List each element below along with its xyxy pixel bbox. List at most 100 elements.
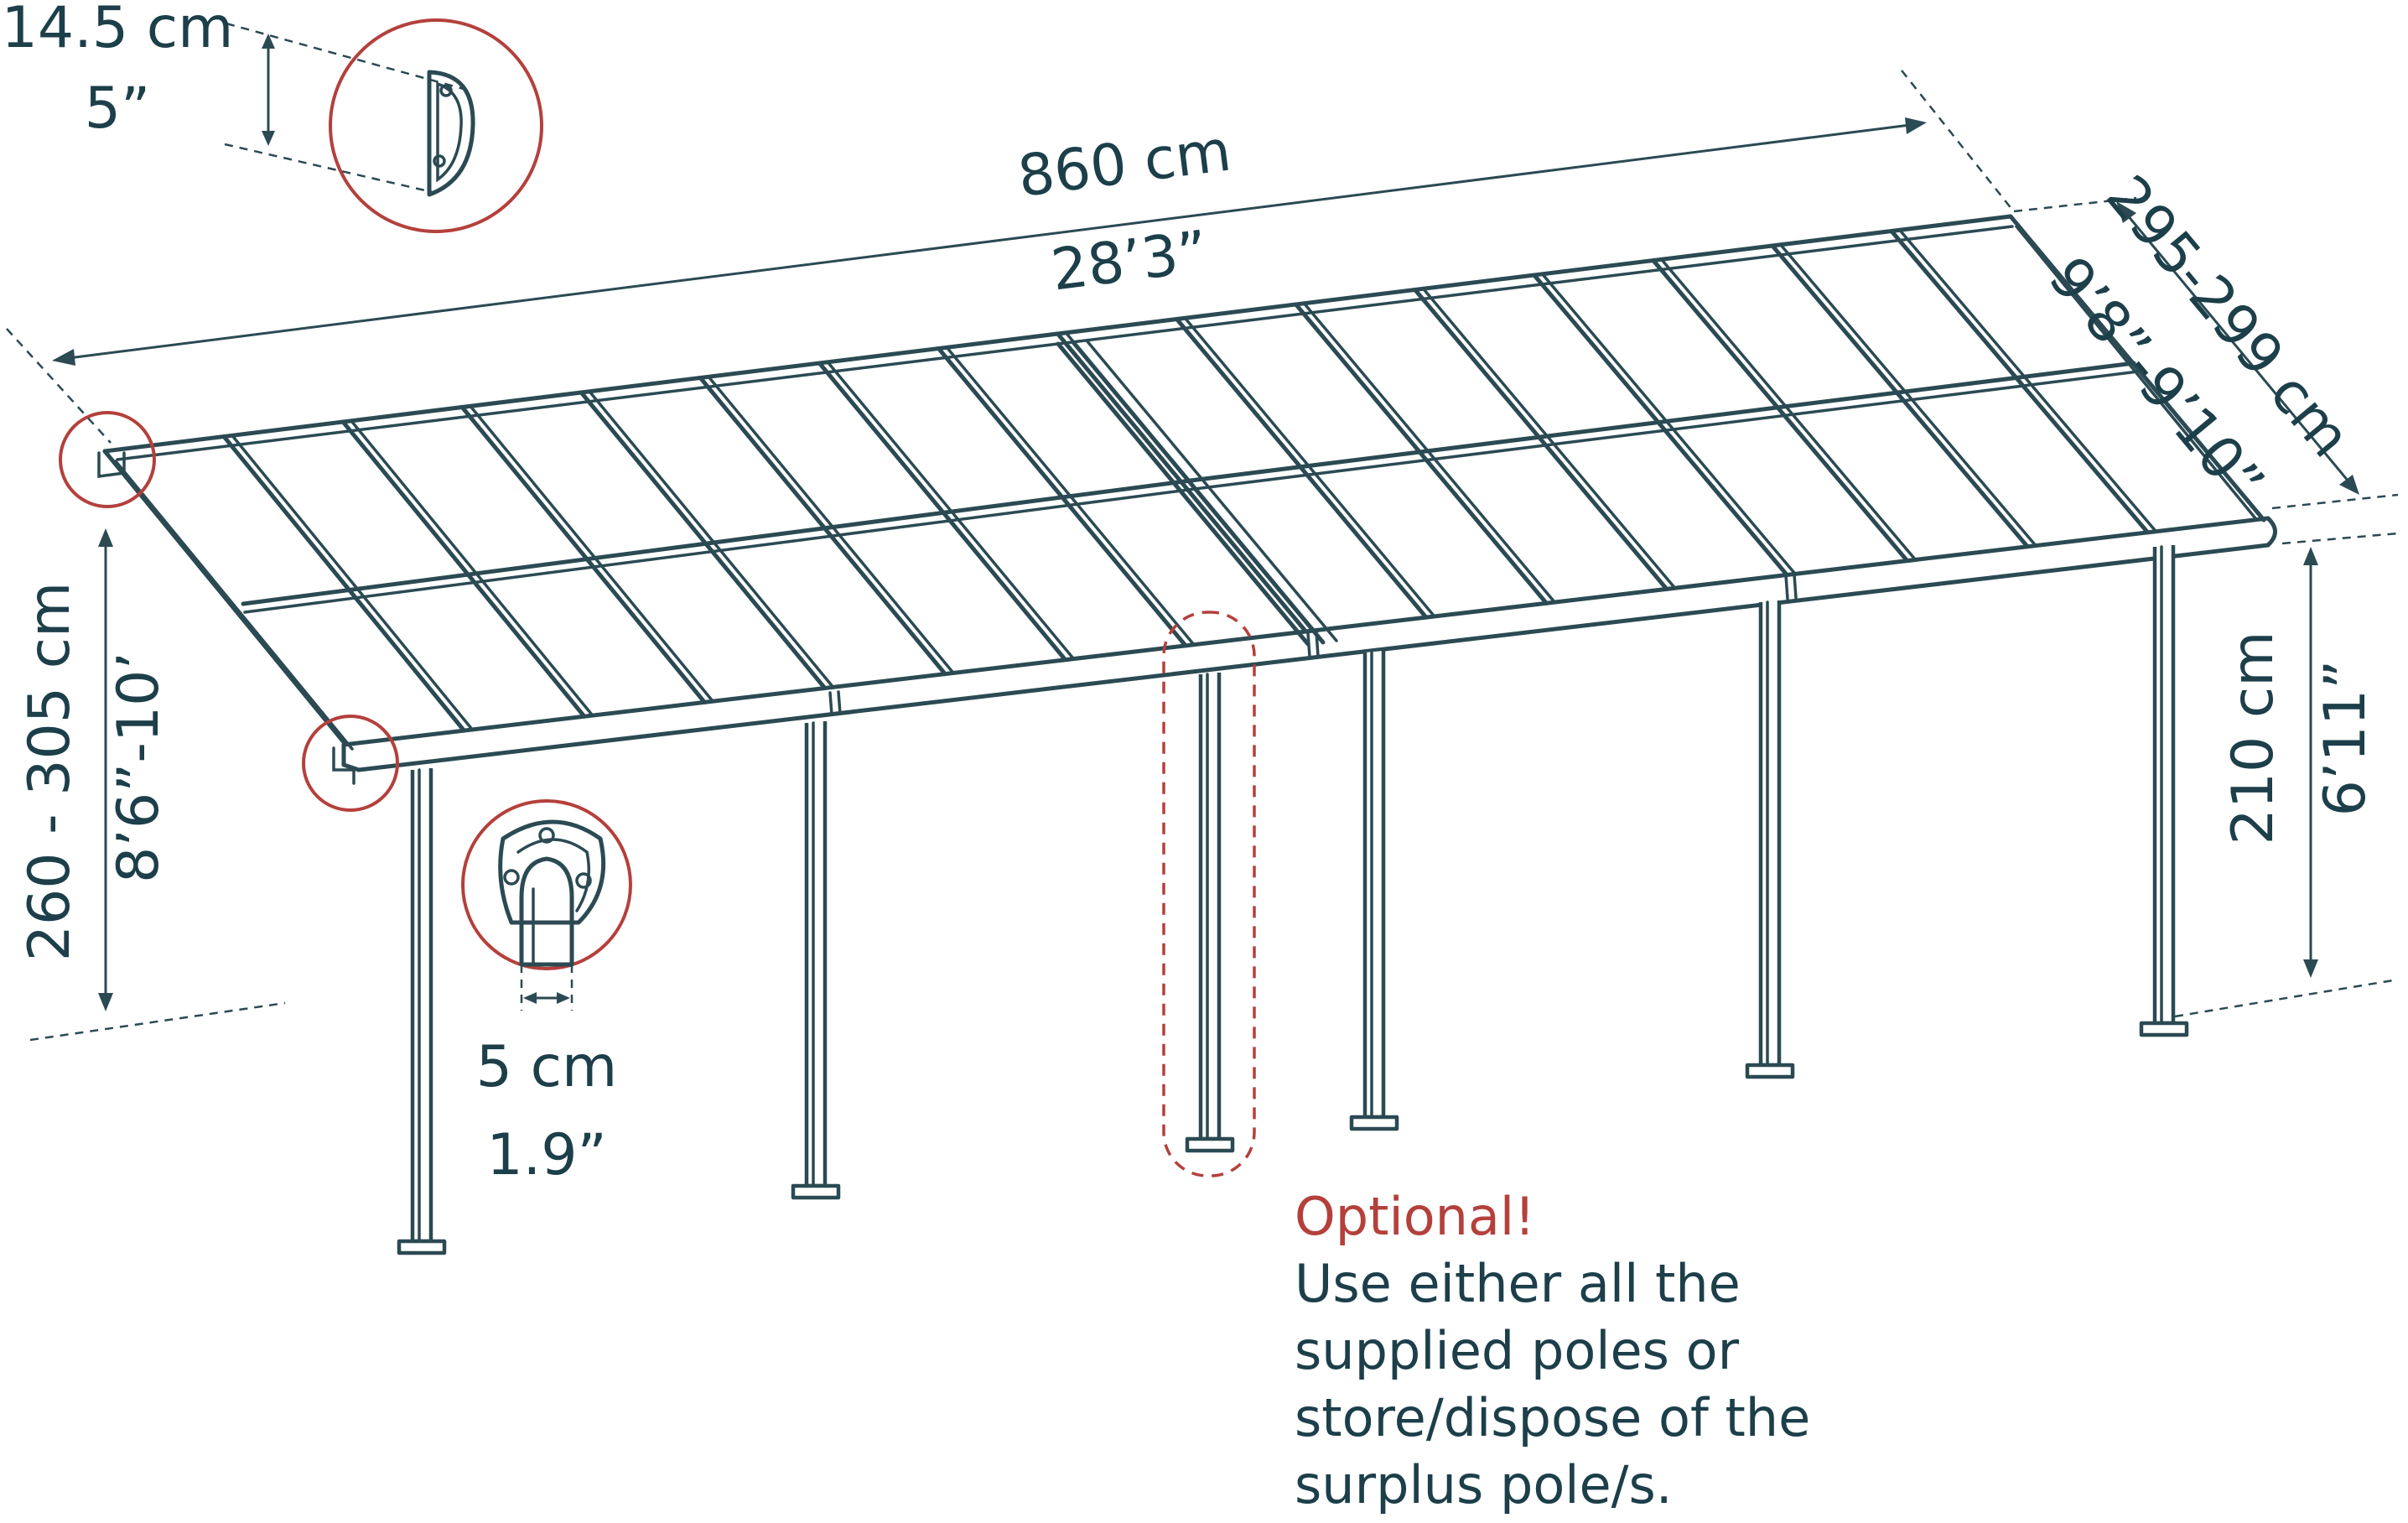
roof-rafter-edge [826, 361, 1076, 661]
roof-rafter [817, 361, 1068, 663]
optional-note: Optional! Use either all the supplied po… [1295, 1186, 1810, 1515]
roof-rafter [698, 376, 947, 677]
roof-rafter-edge [1660, 257, 1918, 562]
front-beam-right-cap [2265, 516, 2277, 548]
mid-cross-beam-left [241, 478, 1193, 606]
front-beam-bottom [356, 543, 2270, 772]
center-split-rafter [1056, 341, 1310, 647]
arrow-up [98, 528, 113, 547]
profile-guide-top [226, 22, 470, 92]
profile-screw [433, 154, 446, 168]
roof-rafter-edge [1302, 302, 1557, 604]
profile-detail: 14.5 cm 5” [2, 0, 543, 233]
post-bracket-hole [575, 872, 592, 889]
pole-foot-plate [2139, 1021, 2189, 1037]
length-dim-line [61, 122, 1918, 361]
support-pole [1198, 673, 1222, 1141]
note-line: Use either all the [1295, 1253, 1741, 1314]
roof-rafter-edge [707, 375, 955, 675]
front-height-guide-top [2281, 532, 2399, 545]
front-height-guide-bottom [2174, 978, 2399, 1018]
support-pole [2152, 545, 2176, 1026]
arrow-down [262, 131, 275, 146]
profile-screw [439, 84, 453, 97]
post-bracket-plate [498, 819, 606, 925]
roof-rafter-edge [1541, 273, 1797, 576]
arrow-down [2339, 475, 2359, 495]
length-guide-left [6, 328, 112, 444]
wall-height-dimension: 260 - 305 cm 8’6”-10’ [17, 528, 286, 1042]
roof-rafter [1175, 317, 1429, 620]
post-detail: 5 cm 1.9” [461, 799, 632, 1188]
profile-shape [427, 70, 475, 197]
wall-height-cm: 260 - 305 cm [17, 582, 83, 962]
profile-height-in: 5” [85, 75, 151, 142]
depth-dim-line [2121, 209, 2354, 487]
roof-rafter-edge [350, 419, 594, 717]
note-line: store/dispose of the [1295, 1387, 1810, 1448]
pole-foot-plate [397, 1239, 447, 1255]
post-bracket-hole [538, 827, 555, 844]
profile-height-cm: 14.5 cm [2, 0, 234, 61]
roof-rafter [1294, 302, 1549, 606]
roof-rafter [1532, 273, 1789, 577]
roof-rafter [579, 390, 828, 690]
beam-joint [837, 690, 842, 715]
wall-height-ft: 8’6”-10’ [106, 652, 172, 883]
depth-dimension: 295-299 cm 9’8”-9’10” [2013, 164, 2399, 516]
roof-rafters [221, 228, 2158, 733]
front-corner-highlight [302, 715, 399, 812]
post-width-in: 1.9” [486, 1122, 606, 1188]
note-title: Optional! [1295, 1186, 1535, 1247]
beam-joint [1793, 573, 1798, 600]
support-pole [804, 721, 828, 1188]
wall-bracket-highlight [59, 411, 156, 508]
mid-cross-beam-right [1188, 361, 2136, 483]
arrow-left [523, 992, 537, 1004]
arrow-right [1905, 117, 1927, 134]
roof-rafter [459, 405, 707, 704]
post-bracket-hole [503, 869, 520, 886]
front-corner-bracket [332, 746, 355, 785]
roof-rafter-edge [1779, 243, 2037, 548]
roof-rafter-edge [945, 346, 1196, 647]
front-height-ft: 6’11” [2312, 660, 2379, 817]
pole-foot-plate [1349, 1115, 1399, 1131]
arrow-up [2116, 201, 2136, 223]
roof-rafter-edge [1183, 316, 1436, 618]
post-bracket-ring [516, 838, 590, 912]
pole-foot-plate [1185, 1136, 1235, 1153]
length-cm: 860 cm [1015, 118, 1235, 211]
roof [102, 214, 2277, 772]
center-split-rafter [1071, 340, 1326, 645]
profile-guide-bottom [224, 143, 437, 195]
support-pole [1758, 600, 1782, 1068]
front-height-cm: 210 cm [2220, 631, 2286, 845]
roof-rafter [1770, 243, 2030, 549]
support-pole [1362, 651, 1386, 1120]
roof-rafter [1413, 288, 1669, 591]
front-height-dimension: 210 cm 6’11” [2174, 532, 2399, 1018]
roof-rafter [221, 434, 466, 733]
support-pole [410, 768, 433, 1244]
arrow-right [557, 992, 570, 1004]
center-split-rafter [1085, 339, 1338, 642]
roof-left-edge-inner [114, 460, 354, 751]
roof-left-edge [102, 449, 346, 745]
pole-foot-plate [791, 1183, 841, 1200]
support-poles [397, 545, 2189, 1255]
length-dimension: 860 cm 28’3” [6, 70, 2013, 444]
roof-rafter-edge [1421, 287, 1677, 590]
roof-rafter-edge [588, 390, 835, 689]
depth-guide-bottom [2271, 493, 2399, 510]
note-line: surplus pole/s. [1295, 1454, 1673, 1515]
post-top [519, 856, 574, 967]
roof-rafter-edge [469, 404, 715, 704]
arrow-up [262, 34, 275, 49]
front-beam-left-cap [341, 742, 361, 772]
optional-pole-highlight [1162, 611, 1256, 1177]
post-detail-circle [461, 799, 632, 970]
roof-rafter [340, 419, 587, 719]
roof-rafter-edge [1898, 228, 2158, 533]
